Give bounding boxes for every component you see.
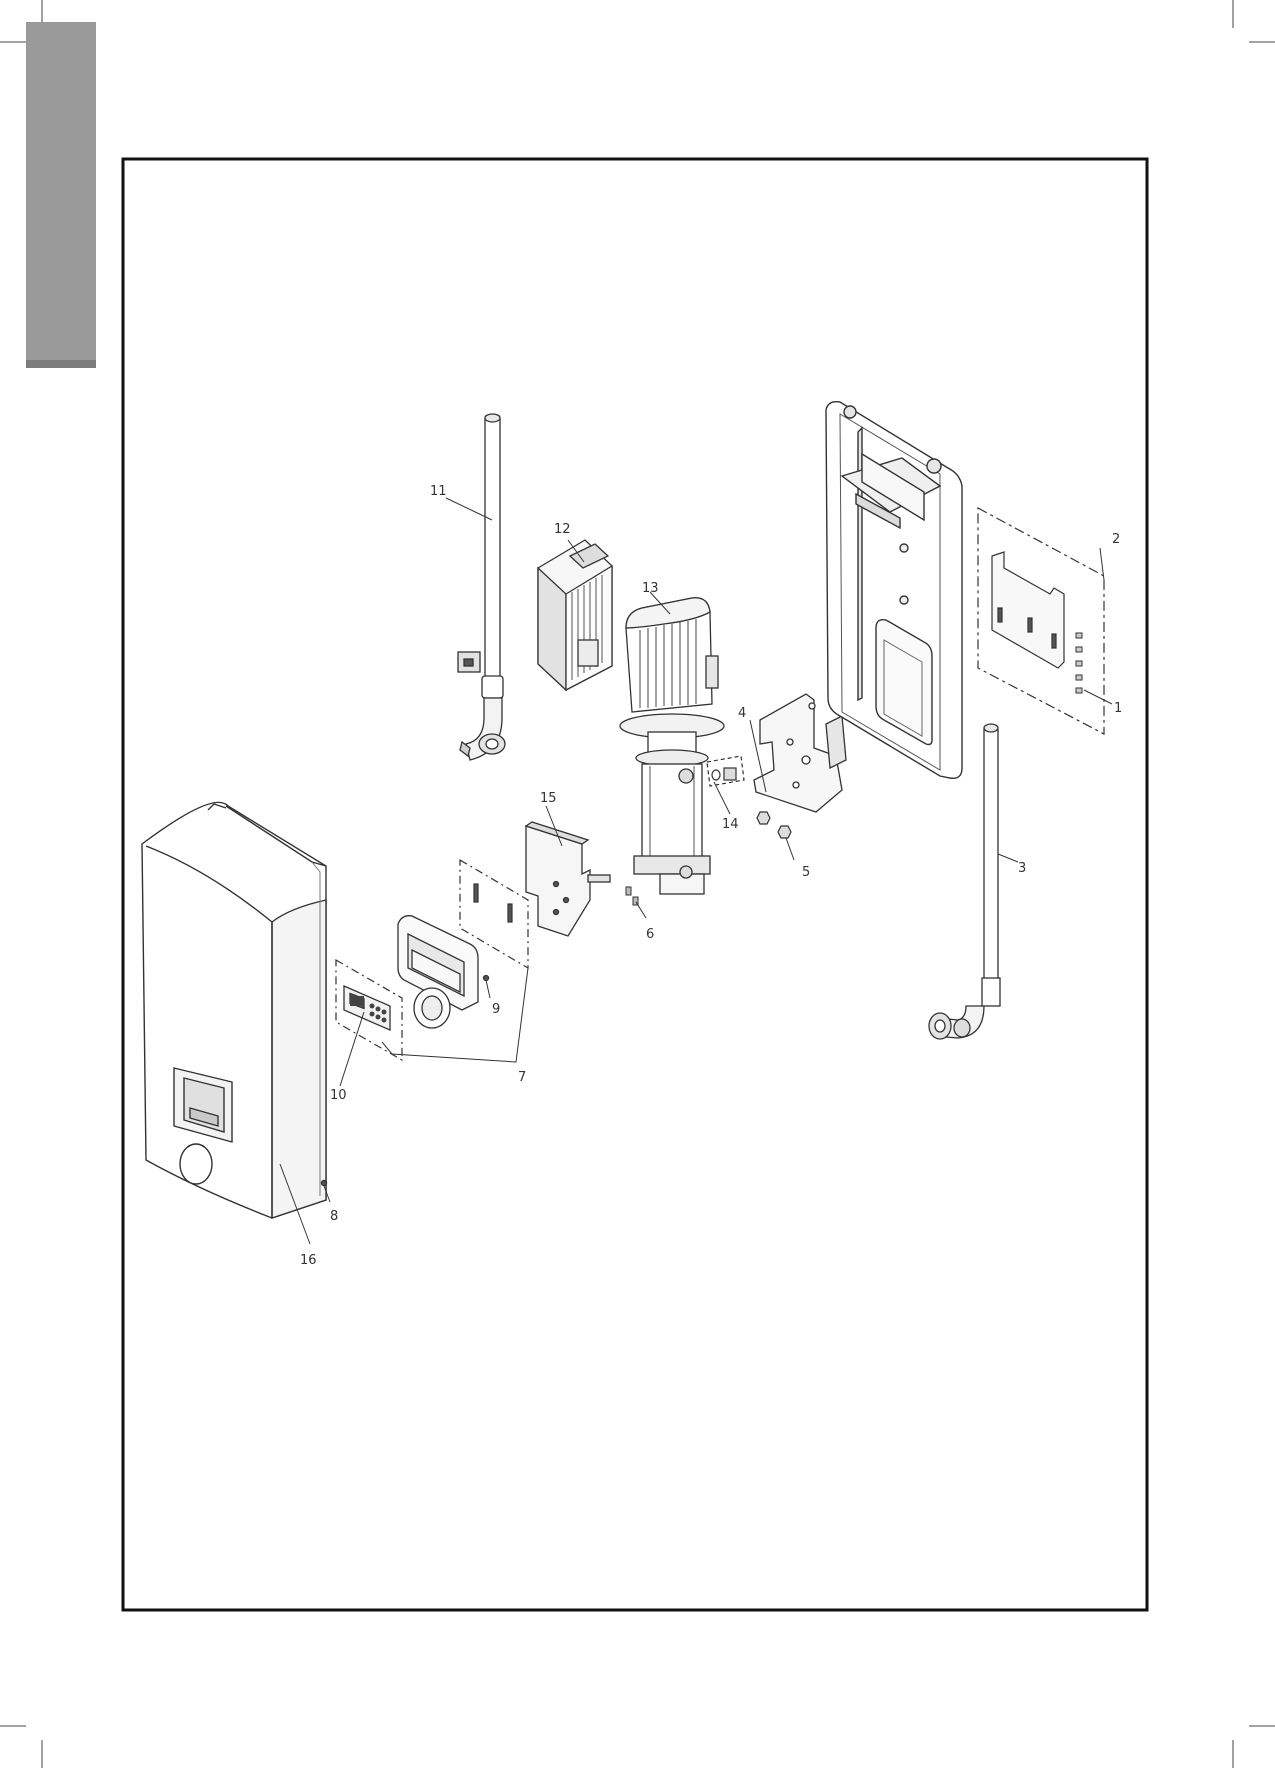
- callout-2: 2: [1112, 532, 1120, 547]
- part-16-front-cover: [142, 802, 327, 1218]
- part-11-inlet-pipe: [458, 414, 505, 760]
- callout-10: 10: [330, 1088, 347, 1103]
- callout-11: 11: [430, 484, 447, 499]
- part-9-display-housing: [398, 916, 489, 1028]
- callout-9: 9: [492, 1002, 500, 1017]
- callout-14: 14: [722, 817, 739, 832]
- part-10-display-module: [344, 986, 390, 1030]
- part-13-pump-motor: [620, 598, 724, 894]
- part-12-control-box: [538, 540, 612, 690]
- section-tab-shadow: [26, 360, 96, 368]
- part-2-shield-plate: [978, 508, 1104, 734]
- callout-6: 6: [646, 927, 654, 942]
- callout-7: 7: [518, 1070, 526, 1085]
- callout-5: 5: [802, 865, 810, 880]
- part-14-gasket-set: [707, 756, 744, 786]
- callout-1: 1: [1114, 701, 1122, 716]
- part-5-nuts: [757, 812, 791, 838]
- section-tab: [26, 22, 96, 368]
- callout-4: 4: [738, 706, 746, 721]
- callout-3: 3: [1018, 861, 1026, 876]
- rear-mounting-panel: [826, 402, 962, 779]
- callout-13: 13: [642, 581, 659, 596]
- part-15-mounting-plate: [526, 822, 610, 936]
- callout-12: 12: [554, 522, 571, 537]
- callout-15: 15: [540, 791, 557, 806]
- callout-16: 16: [300, 1253, 317, 1268]
- callout-8: 8: [330, 1209, 338, 1224]
- part-1-screws: [1076, 633, 1082, 693]
- part-4-pump-bracket: [754, 694, 846, 812]
